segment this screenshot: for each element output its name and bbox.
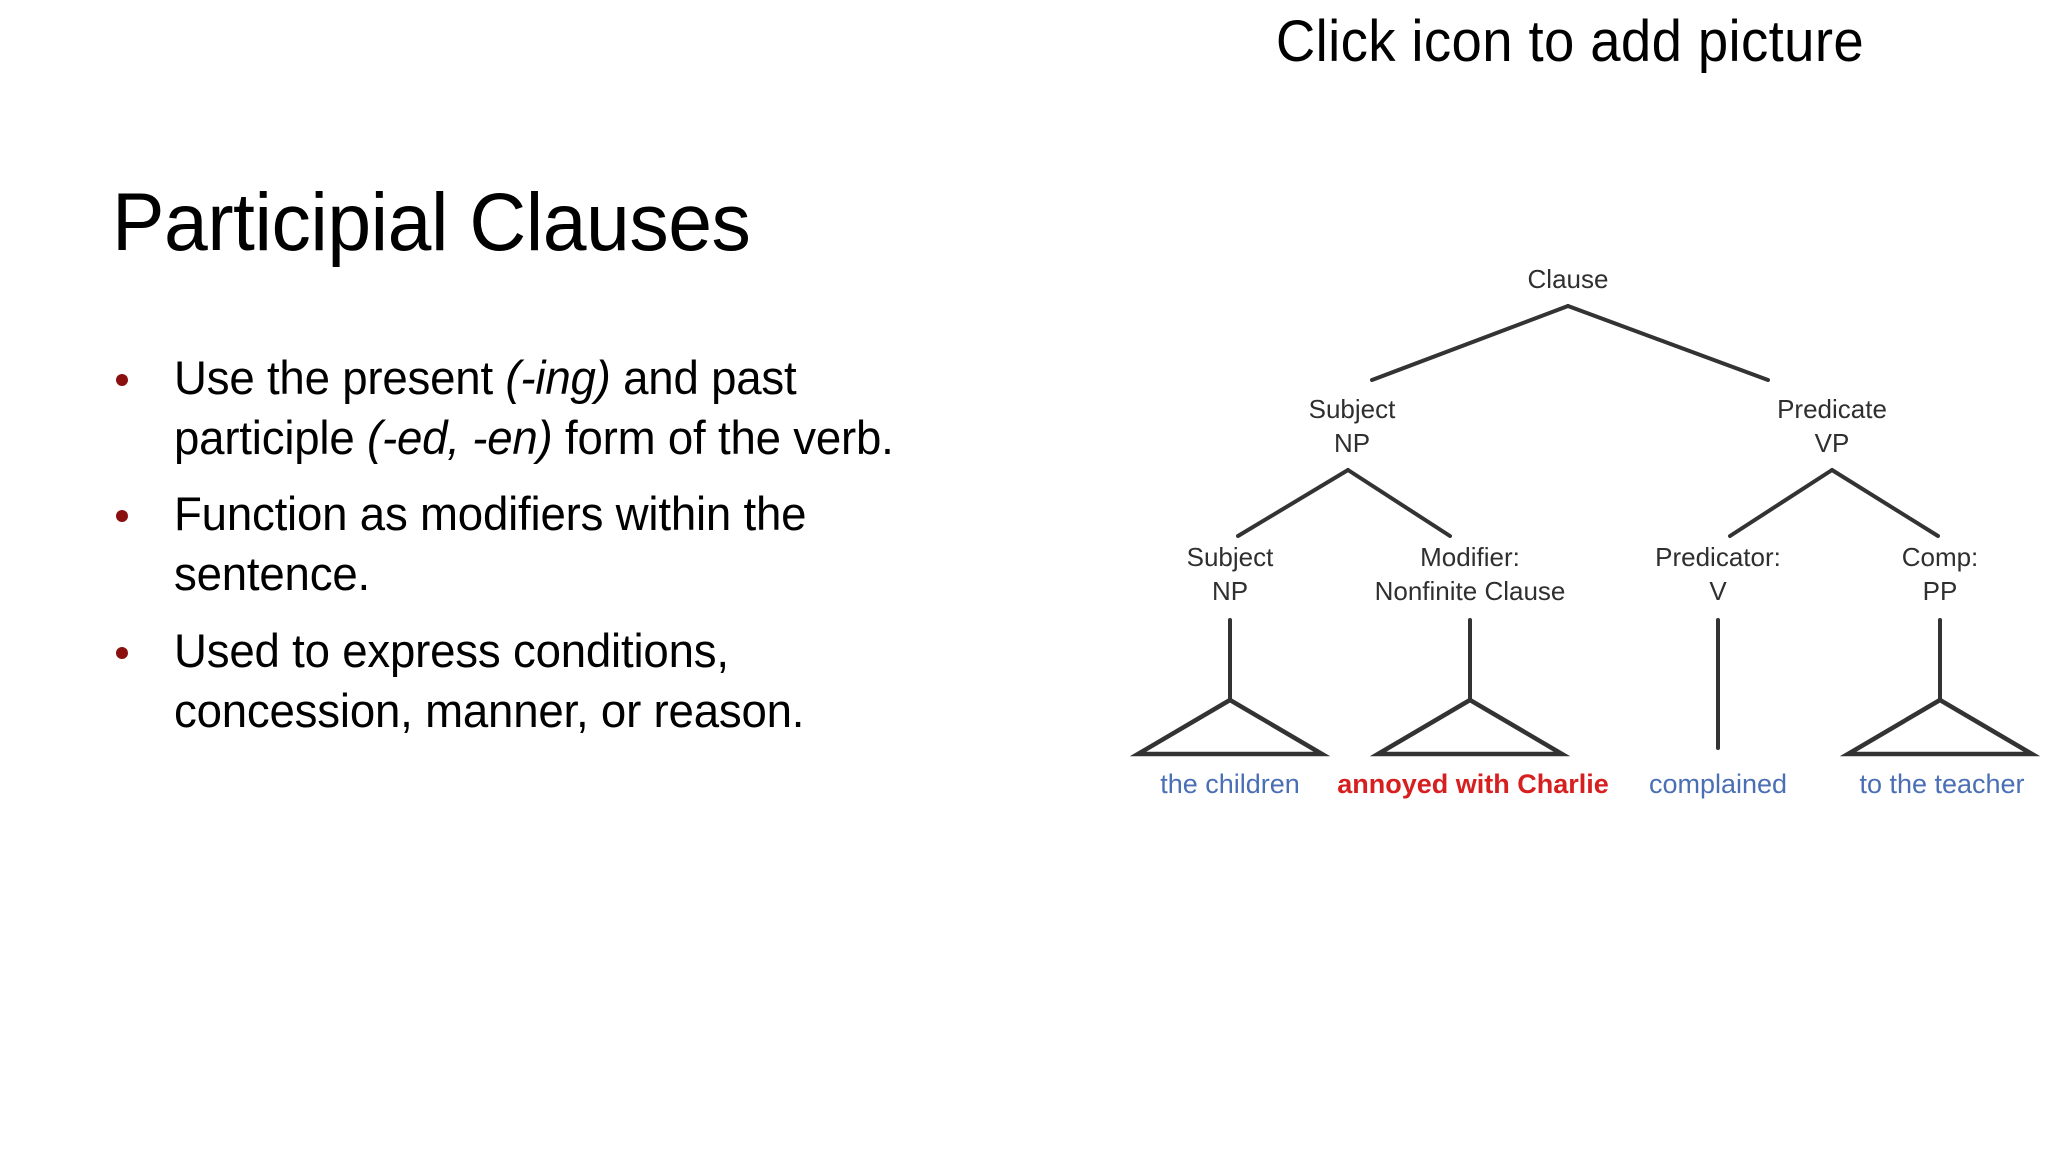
tree-edge-np-right [1346, 468, 1452, 538]
tree-node-predicate-l2-line1: Predicate [1777, 394, 1887, 424]
picture-placeholder-prompt[interactable]: Click icon to add picture [1275, 9, 1865, 74]
page-title[interactable]: Participial Clauses [112, 177, 751, 268]
tree-leaf-word-4: to the teacher [1859, 769, 2024, 799]
syntax-tree-diagram[interactable]: Clause Subject NP Predicate VP Subject N… [1120, 248, 2048, 823]
tree-node-subject-l2-line2: NP [1334, 428, 1370, 458]
tree-edge-root-left [1370, 304, 1570, 382]
tree-node-modifier-line1: Modifier: [1420, 542, 1520, 572]
tree-triangle-leaf-1 [1129, 697, 1331, 757]
tree-edge-vp-right [1830, 468, 1940, 538]
list-item[interactable]: Used to express conditions, concession, … [108, 621, 968, 741]
list-item-text: Used to express conditions, concession, … [174, 623, 805, 737]
tree-leaf-word-1: the children [1160, 769, 1300, 799]
bullet-list: Use the present (-ing) and past particip… [108, 348, 968, 757]
tree-edge-np-left [1236, 468, 1350, 538]
tree-node-comp-line1: Comp: [1902, 542, 1979, 572]
list-item-text: Function as modifiers within the sentenc… [174, 487, 807, 601]
tree-node-subject-l3-line2: NP [1212, 576, 1248, 606]
tree-leaf-word-3: complained [1649, 769, 1787, 799]
list-item[interactable]: Use the present (-ing) and past particip… [108, 348, 968, 468]
tree-node-clause: Clause [1528, 264, 1609, 294]
tree-edge-vp-left [1728, 468, 1834, 538]
tree-node-modifier-line2: Nonfinite Clause [1375, 576, 1566, 606]
tree-leaf-word-2: annoyed with Charlie [1337, 769, 1609, 799]
tree-node-subject-l3-line1: Subject [1187, 542, 1274, 572]
bullet-dot-icon [108, 621, 174, 659]
tree-node-predicator-line1: Predicator: [1655, 542, 1781, 572]
list-item[interactable]: Function as modifiers within the sentenc… [108, 484, 968, 604]
tree-triangle-leaf-2 [1369, 697, 1571, 757]
tree-node-predicate-l2-line2: VP [1815, 428, 1850, 458]
bullet-dot-icon [108, 348, 174, 386]
tree-node-subject-l2-line1: Subject [1309, 394, 1396, 424]
tree-node-predicator-line2: V [1709, 576, 1727, 606]
bullet-dot-icon [108, 484, 174, 523]
tree-triangle-leaf-4 [1839, 697, 2041, 757]
list-item-text: Use the present (-ing) and past particip… [174, 351, 894, 465]
tree-node-comp-line2: PP [1923, 576, 1958, 606]
tree-edge-root-right [1566, 304, 1770, 382]
